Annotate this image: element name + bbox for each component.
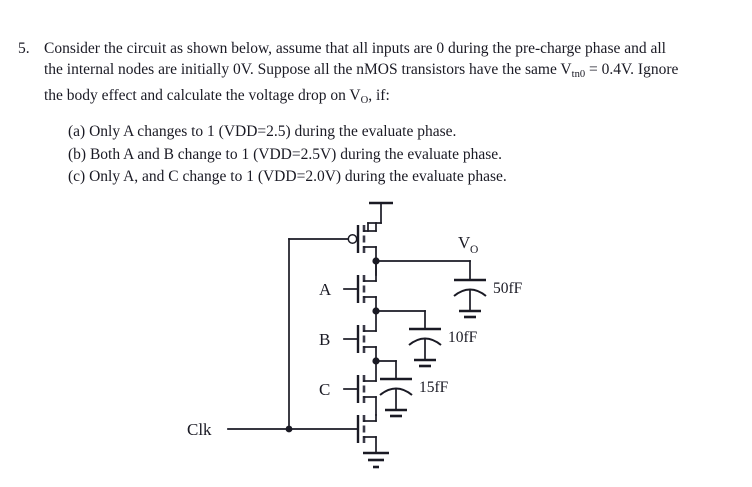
- vo-net: [372, 257, 471, 281]
- vo-label-main: V: [458, 233, 471, 252]
- nmos-a-transistor: A: [319, 260, 377, 312]
- question-line-2-prefix: the internal nodes are initially 0V. Sup…: [44, 61, 572, 78]
- circuit-diagram: V O 50fF: [180, 195, 580, 485]
- capacitor-10ff-label: 10fF: [448, 329, 478, 346]
- nmos-c-transistor: C: [319, 360, 377, 416]
- gate-label-c: C: [319, 380, 330, 399]
- vdd-terminal: [367, 201, 393, 232]
- question-block: 5. Consider the circuit as shown below, …: [18, 38, 732, 111]
- vtn0-subscript: tn0: [571, 68, 586, 80]
- sub-item-b: (b) Both A and B change to 1 (VDD=2.5V) …: [68, 145, 503, 163]
- gate-label-b: B: [319, 330, 330, 349]
- question-line-2: the internal nodes are initially 0V. Sup…: [44, 59, 732, 85]
- question-number: 5.: [18, 40, 30, 57]
- internal-node-2-net: [372, 357, 397, 380]
- capacitor-50ff-label: 50fF: [493, 280, 523, 297]
- question-line-1: Consider the circuit as shown below, ass…: [44, 40, 666, 57]
- capacitor-15ff: 15fF: [379, 377, 449, 418]
- internal-node-1-net: [372, 307, 426, 330]
- vo-label: V O: [458, 233, 478, 256]
- sub-items-list: (a) Only A changes to 1 (VDD=2.5) during…: [68, 121, 668, 189]
- vo-label-subscript: O: [470, 244, 478, 256]
- question-line-3-prefix: the body effect and calculate the voltag…: [44, 86, 361, 104]
- sub-item-a: (a) Only A changes to 1 (VDD=2.5) during…: [68, 123, 457, 140]
- clk-input: Clk: [187, 420, 290, 439]
- sub-item-c: (c) Only A, and C change to 1 (VDD=2.0V)…: [68, 168, 507, 185]
- nmos-b-transistor: B: [319, 310, 377, 362]
- question-body: Consider the circuit as shown below, ass…: [44, 38, 732, 111]
- clk-label: Clk: [187, 420, 212, 439]
- pmos-precharge-transistor: [347, 222, 377, 262]
- nmos-clk-transistor: [356, 414, 389, 469]
- clk-gate-net: [285, 238, 359, 433]
- question-line-3: the body effect and calculate the voltag…: [44, 85, 732, 111]
- question-row: 5. Consider the circuit as shown below, …: [18, 38, 732, 111]
- vo-subscript-text: O: [360, 94, 369, 106]
- capacitor-50ff: 50fF: [453, 278, 523, 319]
- capacitor-15ff-label: 15fF: [419, 379, 449, 396]
- question-line-3-suffix: , if:: [368, 86, 390, 104]
- capacitor-10ff: 10fF: [408, 327, 478, 368]
- gate-label-a: A: [319, 280, 332, 299]
- question-line-2-suffix: = 0.4V. Ignore: [585, 61, 679, 78]
